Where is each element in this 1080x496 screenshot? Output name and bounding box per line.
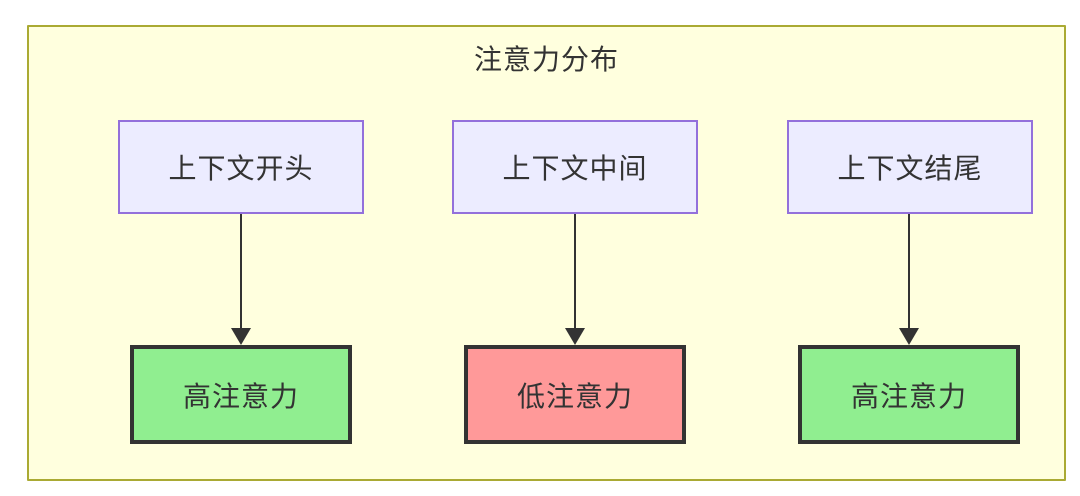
node-label: 上下文中间 [502, 153, 648, 184]
node-label: 高注意力 [850, 380, 967, 412]
node-low-attention: 低注意力 [464, 345, 686, 444]
arrowhead-down-icon [231, 328, 251, 345]
node-context-end: 上下文结尾 [787, 120, 1033, 214]
edge-line [907, 214, 911, 328]
node-label: 上下文结尾 [837, 153, 983, 184]
cluster-title: 注意力分布 [473, 44, 619, 75]
arrowhead-down-icon [899, 328, 919, 345]
edge-context-middle-to-low-attention [565, 214, 585, 345]
node-high-attention-2: 高注意力 [798, 345, 1020, 444]
edge-line [573, 214, 577, 328]
node-label: 低注意力 [516, 380, 633, 412]
edge-line [239, 214, 243, 328]
node-label: 高注意力 [182, 380, 299, 412]
node-high-attention-1: 高注意力 [130, 345, 352, 444]
node-context-start: 上下文开头 [118, 120, 364, 214]
arrowhead-down-icon [565, 328, 585, 345]
cluster-attention-distribution: 注意力分布 上下文开头 上下文中间 上下文结尾 高注意力 低注意力 [27, 25, 1066, 481]
edge-context-start-to-high-attention [231, 214, 251, 345]
node-context-middle: 上下文中间 [452, 120, 698, 214]
node-label: 上下文开头 [168, 153, 314, 184]
edge-context-end-to-high-attention [899, 214, 919, 345]
